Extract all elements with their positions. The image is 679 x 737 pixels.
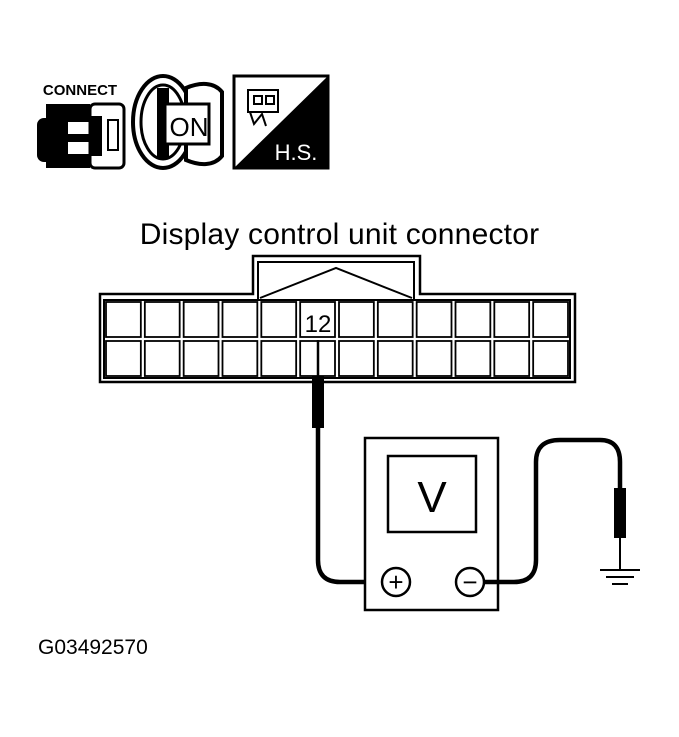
- terminal-cavity: [415, 340, 453, 377]
- terminal-cavity: [260, 340, 298, 377]
- ignition-on-label: ON: [170, 112, 209, 142]
- ignition-key-on-icon: ON: [131, 74, 224, 170]
- terminal-cavity: [182, 340, 220, 377]
- terminal-cavity: [532, 301, 569, 338]
- harness-side-label: H.S.: [275, 140, 318, 165]
- connector-body: 12: [98, 254, 577, 384]
- terminal-cavity: [376, 301, 414, 338]
- harness-side-icon: H.S.: [232, 74, 330, 170]
- terminal-cavity: [182, 301, 220, 338]
- connect-label: CONNECT: [43, 82, 117, 99]
- terminal-cavity: [338, 340, 375, 377]
- voltmeter-display: V: [417, 473, 447, 522]
- connector-title: Display control unit connector: [139, 218, 540, 251]
- terminal-cavity: [105, 340, 142, 377]
- plus-symbol: +: [388, 567, 403, 597]
- terminal-cavity: [338, 301, 375, 338]
- terminal-cavity: [221, 340, 259, 377]
- terminal-cavity: [493, 301, 531, 338]
- voltmeter: V + −: [363, 436, 500, 612]
- terminal-cavity: [143, 301, 181, 338]
- terminal-cavity: [376, 340, 414, 377]
- terminal-cavity: [454, 340, 492, 377]
- figure-code: G03492570: [38, 636, 148, 659]
- terminal-cavity: [143, 340, 181, 377]
- ground-icon: [600, 569, 640, 585]
- positive-terminal-icon: [380, 566, 412, 598]
- positive-probe: [312, 340, 382, 585]
- terminal-cavity: [532, 340, 569, 377]
- terminal-cavity: [260, 301, 298, 338]
- terminal-cavity: [221, 301, 259, 338]
- terminal-cavity: [493, 340, 531, 377]
- terminal-grid: [105, 301, 569, 377]
- connect-icon: CONNECT: [37, 82, 126, 170]
- terminal-cavity: [299, 301, 336, 338]
- negative-probe: [484, 437, 626, 585]
- minus-symbol: −: [462, 567, 477, 597]
- terminal-cavity: [415, 301, 453, 338]
- terminal-12-label: 12: [305, 311, 332, 338]
- terminal-cavity: [454, 301, 492, 338]
- terminal-cavity: [105, 301, 142, 338]
